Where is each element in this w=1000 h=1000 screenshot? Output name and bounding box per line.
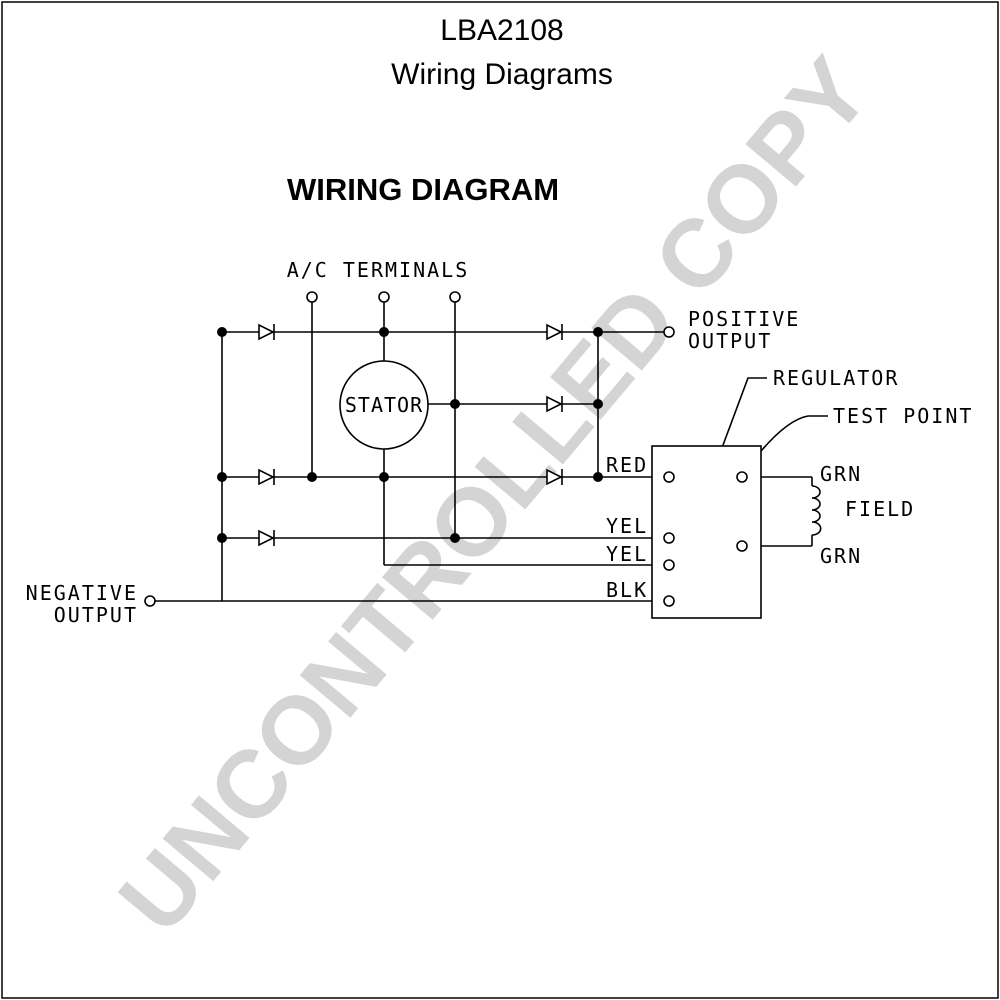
yel-wire-label-2: YEL — [606, 542, 648, 566]
junction-dots — [217, 327, 603, 543]
field-coil-icon — [811, 485, 822, 536]
blk-wire-label: BLK — [606, 578, 648, 602]
diode-icon — [258, 468, 275, 486]
wires — [155, 302, 828, 602]
positive-output-terminal — [663, 326, 675, 338]
ac-terminals-label: A/C TERMINALS — [287, 258, 470, 282]
negative-output-terminal — [144, 595, 156, 607]
stator-symbol — [339, 360, 429, 450]
regulator-terminals — [663, 471, 748, 607]
positive-output-label-line2: OUTPUT — [688, 329, 772, 353]
stator-label: STATOR — [345, 393, 423, 417]
document-subtitle: Wiring Diagrams — [391, 58, 613, 91]
terminals — [144, 291, 675, 607]
ac-terminal-2 — [378, 291, 390, 303]
positive-output-label-line1: POSITIVE — [688, 307, 800, 331]
diode-icon — [546, 323, 563, 341]
diode-icon — [546, 468, 563, 486]
diode-icon — [258, 529, 275, 547]
diagram-heading: WIRING DIAGRAM — [287, 172, 559, 207]
grn-top-label: GRN — [820, 462, 862, 486]
negative-output-label-line1: NEGATIVE — [26, 581, 138, 605]
diode-icon — [258, 323, 275, 341]
negative-output-label-line2: OUTPUT — [54, 603, 138, 627]
regulator-label: REGULATOR — [773, 366, 899, 390]
ac-terminal-1 — [306, 291, 318, 303]
grn-bottom-label: GRN — [820, 544, 862, 568]
diode-icon — [546, 395, 563, 413]
yel-wire-label-1: YEL — [606, 514, 648, 538]
red-wire-label: RED — [606, 453, 648, 477]
document-title: LBA2108 — [440, 14, 563, 47]
ac-terminal-3 — [449, 291, 461, 303]
test-point-label: TEST POINT — [833, 404, 973, 428]
rectifier-diodes — [258, 323, 563, 547]
field-label: FIELD — [845, 497, 915, 521]
